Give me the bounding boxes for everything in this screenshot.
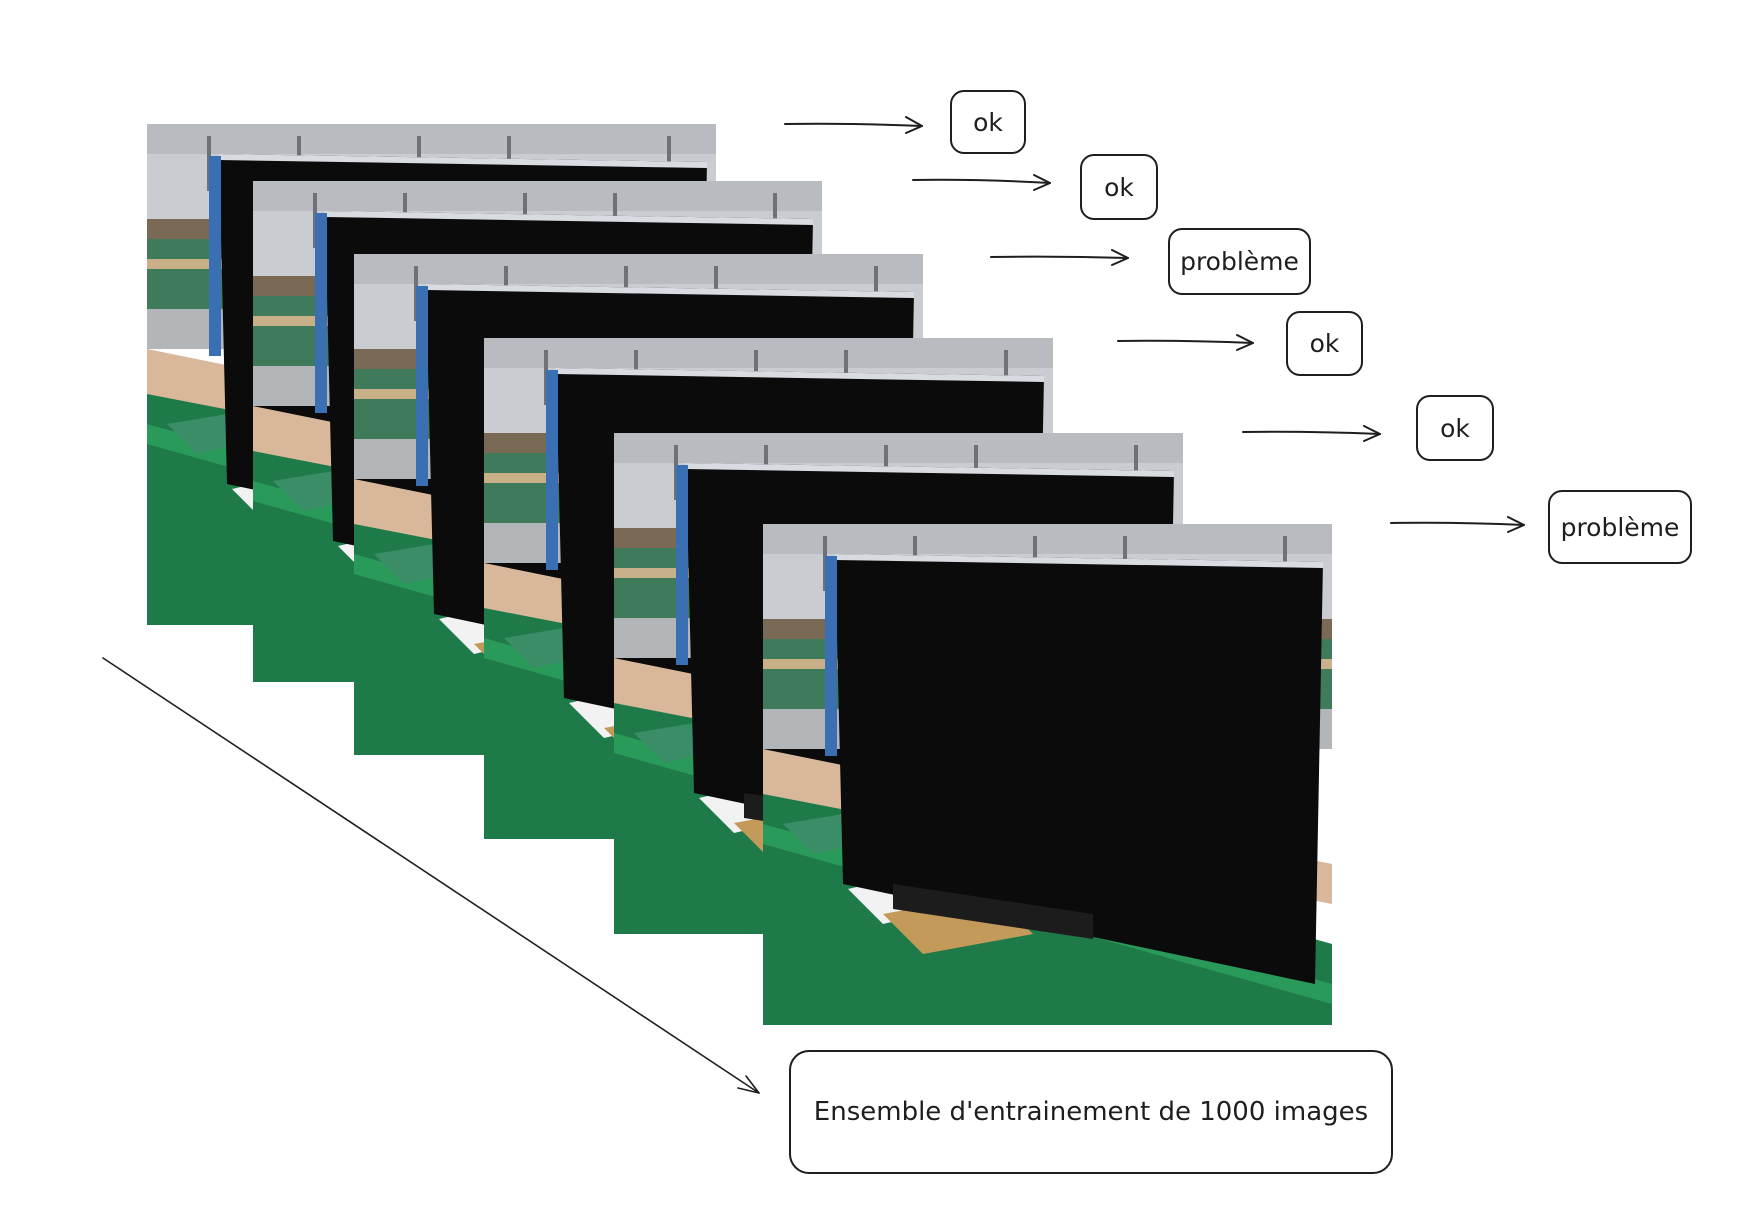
- tv-side-label: [209, 156, 221, 356]
- training-set-caption: Ensemble d'entrainement de 1000 images: [789, 1050, 1393, 1174]
- result-label-3: problème: [1168, 228, 1311, 295]
- tv-photo-6: [763, 524, 1332, 1025]
- tv-side-label: [676, 465, 688, 665]
- tv-top-edge: [219, 154, 707, 168]
- result-label-5: ok: [1416, 395, 1494, 461]
- arrow-to-label-4: [1117, 334, 1254, 351]
- tv-photo-art: [763, 524, 1332, 1025]
- arrow-to-label-1: [784, 116, 923, 134]
- tv-side-label: [315, 213, 327, 413]
- tv-base: [893, 884, 1093, 939]
- tv-top-edge: [325, 211, 813, 225]
- wall-band: [354, 254, 923, 284]
- wall-band: [484, 338, 1053, 368]
- tv-top-edge: [426, 284, 914, 298]
- result-label-4: ok: [1286, 311, 1363, 376]
- result-label-6: problème: [1548, 490, 1692, 564]
- tv-screen: [835, 554, 1323, 984]
- tv-top-edge: [686, 463, 1174, 477]
- arrow-to-label-5: [1242, 425, 1381, 442]
- arrow-to-label-3: [990, 249, 1129, 266]
- arrow-to-label-6: [1390, 516, 1525, 533]
- wall-band: [253, 181, 822, 211]
- wall-band: [147, 124, 716, 154]
- result-label-2: ok: [1080, 154, 1158, 220]
- wall-band: [614, 433, 1183, 463]
- arrow-to-caption: [102, 657, 760, 1094]
- tv-top-edge: [835, 554, 1323, 568]
- tv-top-edge: [556, 368, 1044, 382]
- tv-side-label: [825, 556, 837, 756]
- result-label-1: ok: [950, 90, 1026, 154]
- wall-band: [763, 524, 1332, 554]
- tv-side-label: [546, 370, 558, 570]
- tv-side-label: [416, 286, 428, 486]
- arrow-to-label-2: [912, 174, 1051, 191]
